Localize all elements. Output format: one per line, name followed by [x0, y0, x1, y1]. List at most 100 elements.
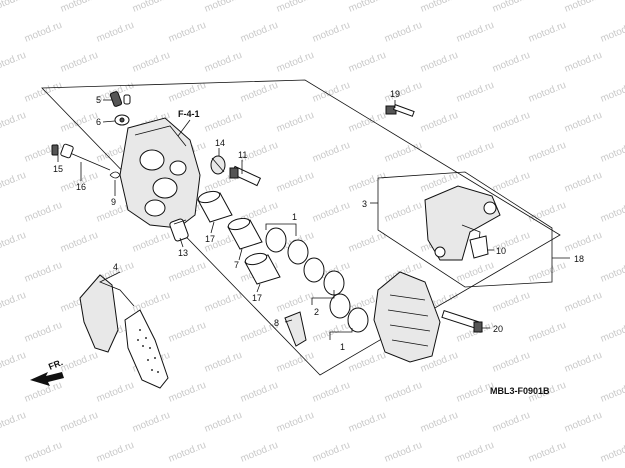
- watermark-text: motod.ru: [527, 440, 568, 465]
- watermark-text: motod.ru: [563, 170, 604, 195]
- watermark-text: motod.ru: [455, 140, 496, 165]
- watermark-text: motod.ru: [383, 140, 424, 165]
- callout-9: 9: [111, 197, 116, 207]
- watermark-text: motod.ru: [311, 380, 352, 405]
- watermark-text: motod.ru: [599, 260, 625, 285]
- callout-14: 14: [215, 138, 225, 148]
- callout-6: 6: [96, 117, 101, 127]
- watermark-text: motod.ru: [563, 410, 604, 435]
- boot-14: [210, 155, 226, 175]
- watermark-text: motod.ru: [491, 350, 532, 375]
- watermark-text: motod.ru: [59, 410, 100, 435]
- caliper-bolt-20: [441, 310, 483, 333]
- leader-lines: [57, 99, 570, 340]
- watermark-text: motod.ru: [275, 290, 316, 315]
- watermark-text: motod.ru: [491, 50, 532, 75]
- watermark-text: motod.ru: [23, 20, 64, 45]
- watermark-text: motod.ru: [347, 0, 388, 15]
- watermark-text: motod.ru: [167, 20, 208, 45]
- watermark-text: motod.ru: [131, 0, 172, 15]
- watermark-text: motod.ru: [527, 200, 568, 225]
- seal-set-lower: [303, 257, 369, 333]
- watermark-text: motod.ru: [599, 320, 625, 345]
- callout-17b: 17: [252, 293, 262, 303]
- watermark-text: motod.ru: [347, 410, 388, 435]
- watermark-text: motod.ru: [131, 410, 172, 435]
- watermark-text: motod.ru: [0, 290, 28, 315]
- watermark-text: motod.ru: [203, 350, 244, 375]
- watermark-text: motod.ru: [491, 0, 532, 15]
- watermark-text: motod.ru: [167, 320, 208, 345]
- callout-8: 8: [274, 318, 279, 328]
- watermark-text: motod.ru: [599, 140, 625, 165]
- diagram-code: MBL3-F0901B: [490, 386, 550, 396]
- watermark-text: motod.ru: [491, 170, 532, 195]
- watermark-text: motod.ru: [203, 110, 244, 135]
- watermark-text: motod.ru: [527, 20, 568, 45]
- watermark-text: motod.ru: [23, 260, 64, 285]
- watermark-text: motod.ru: [419, 410, 460, 435]
- watermark-text: motod.ru: [311, 440, 352, 465]
- front-direction-arrow: [30, 372, 64, 386]
- callout-3: 3: [362, 199, 367, 209]
- watermark-text: motod.ru: [23, 200, 64, 225]
- watermark-text: motod.ru: [455, 80, 496, 105]
- watermark-text: motod.ru: [563, 230, 604, 255]
- watermark-text: motod.ru: [0, 170, 28, 195]
- callout-11: 11: [238, 150, 247, 160]
- watermark-text: motod.ru: [0, 110, 28, 135]
- watermark-text: motod.ru: [239, 80, 280, 105]
- watermark-text: motod.ru: [491, 410, 532, 435]
- watermark-text: motod.ru: [383, 440, 424, 465]
- bleed-cap: [114, 114, 130, 126]
- seal-set-upper: [265, 227, 309, 265]
- pin-clip: [109, 171, 121, 179]
- callout-4: 4: [113, 262, 118, 272]
- pad-spring: [284, 311, 307, 347]
- piston-17a: [197, 190, 233, 223]
- watermark-text: motod.ru: [563, 350, 604, 375]
- watermark-text: motod.ru: [239, 380, 280, 405]
- watermark-text: motod.ru: [23, 80, 64, 105]
- watermark-text: motod.ru: [239, 440, 280, 465]
- watermark-text: motod.ru: [95, 440, 136, 465]
- callout-16: 16: [76, 182, 86, 192]
- watermark-text: motod.ru: [131, 50, 172, 75]
- mounting-bolt-19: [385, 104, 415, 117]
- watermark-text: motod.ru: [95, 20, 136, 45]
- watermark-text: motod.ru: [563, 290, 604, 315]
- watermark-text: motod.ru: [311, 200, 352, 225]
- callout-19: 19: [390, 89, 400, 99]
- watermark-text: motod.ru: [527, 80, 568, 105]
- watermark-text: motod.ru: [275, 0, 316, 15]
- watermark-text: motod.ru: [491, 110, 532, 135]
- watermark-text: motod.ru: [0, 0, 28, 15]
- watermark-text: motod.ru: [311, 80, 352, 105]
- watermark-text: motod.ru: [23, 440, 64, 465]
- piston-7a: [227, 217, 263, 250]
- watermark-text: motod.ru: [59, 0, 100, 15]
- callout-10: 10: [496, 246, 506, 256]
- brake-pad-outer: [124, 309, 169, 389]
- watermark-text: motod.ru: [59, 110, 100, 135]
- watermark-text: motod.ru: [131, 290, 172, 315]
- watermark-text: motod.ru: [347, 170, 388, 195]
- watermark-text: motod.ru: [455, 440, 496, 465]
- watermark-text: motod.ru: [419, 0, 460, 15]
- brake-pad-inner: [79, 274, 119, 353]
- watermark-text: motod.ru: [491, 290, 532, 315]
- watermark-text: motod.ru: [0, 50, 28, 75]
- watermark-text: motod.ru: [347, 350, 388, 375]
- callout-17a: 17: [205, 234, 215, 244]
- watermark-text: motod.ru: [347, 110, 388, 135]
- watermark-text: motod.ru: [59, 230, 100, 255]
- watermark-text: motod.ru: [167, 440, 208, 465]
- watermark-text: motod.ru: [599, 200, 625, 225]
- watermark-text: motod.ru: [527, 320, 568, 345]
- callout-20: 20: [493, 324, 503, 334]
- bleed-screw: [109, 91, 131, 107]
- watermark-text: motod.ru: [311, 20, 352, 45]
- watermark-text: motod.ru: [383, 200, 424, 225]
- callout-7a: 7: [234, 260, 239, 270]
